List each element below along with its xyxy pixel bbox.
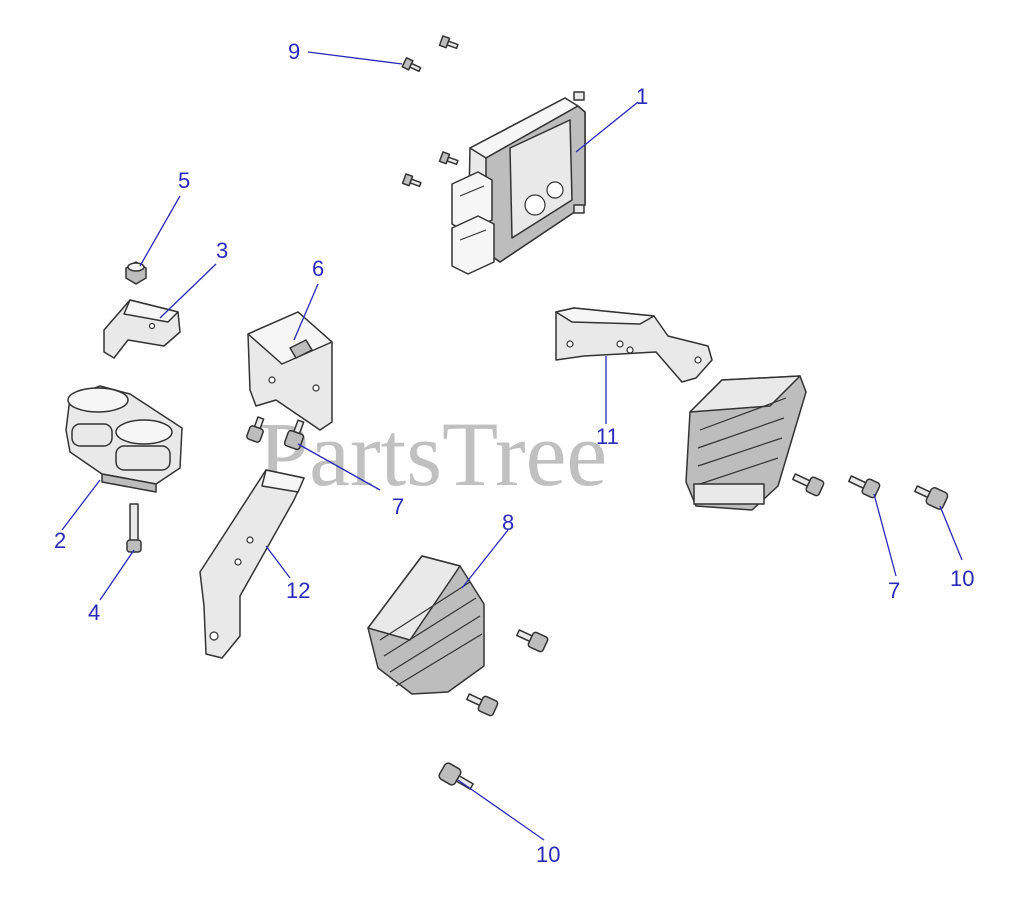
part-7-bolts [246,416,881,499]
leader-lines [61,51,963,841]
part-6-bracket [247,311,333,431]
part-3-coil-bracket [103,299,181,359]
part-9-screws [401,35,459,188]
callout-12: 12 [286,578,310,603]
part-2-ignition-coil [65,385,183,493]
callout-7-right: 7 [888,578,900,603]
callout-1: 1 [636,84,648,109]
callout-5: 5 [178,168,190,193]
callout-6: 6 [312,256,324,281]
callout-7: 7 [392,494,404,519]
part-8-voltage-regulator [367,555,549,717]
callout-8: 8 [502,510,514,535]
callout-2: 2 [54,528,66,553]
part-10-bolts [438,485,949,790]
callout-9: 9 [288,39,300,64]
part-12-bracket [199,469,305,659]
callout-10-bottom: 10 [536,842,560,867]
callout-10-right: 10 [950,566,974,591]
part-5-nut [125,261,147,285]
part-11-bracket [555,307,713,383]
regulator-right [685,375,807,511]
callout-4: 4 [88,600,100,625]
part-1-ecu-module [451,91,586,275]
callout-11: 11 [596,424,619,449]
part-4-bolt [126,503,142,553]
callout-3: 3 [216,238,228,263]
